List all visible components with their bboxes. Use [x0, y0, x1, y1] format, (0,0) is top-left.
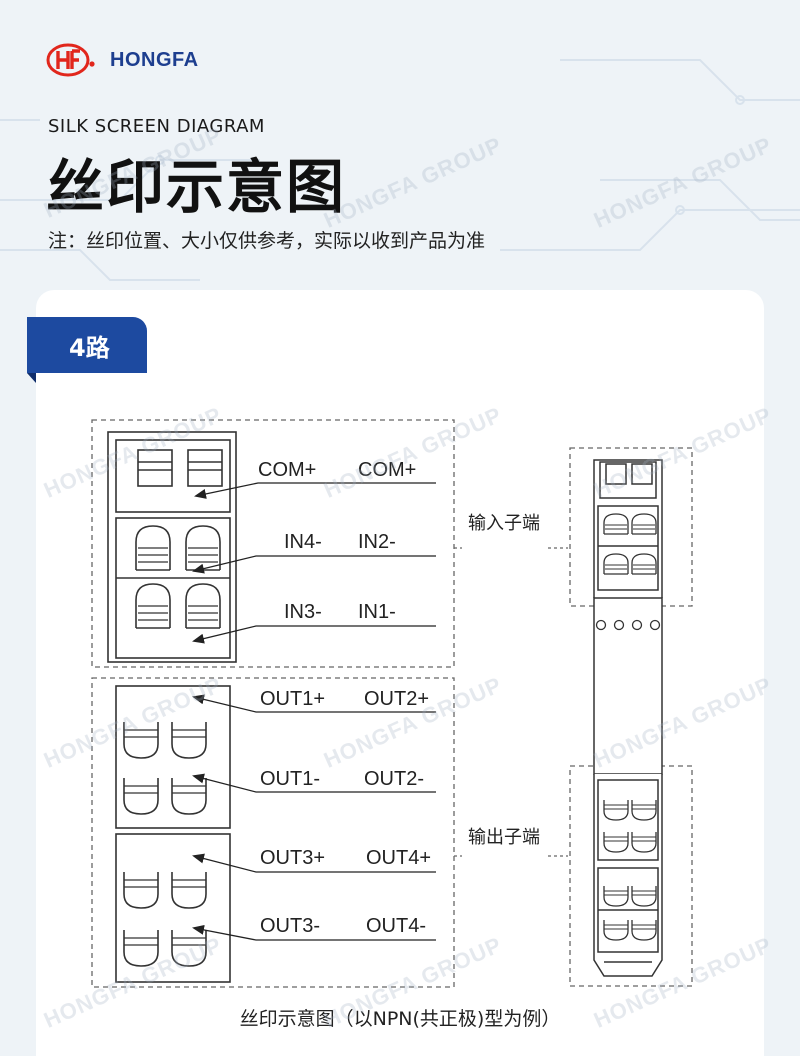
section-tag: 4路	[27, 317, 147, 373]
page-subtitle: SILK SCREEN DIAGRAM	[48, 116, 265, 137]
label-output-terminal: 输出子端	[468, 827, 540, 848]
label-out1-plus: OUT1+	[260, 688, 325, 710]
label-in1: IN1-	[358, 601, 396, 623]
input-group-box	[91, 419, 455, 668]
label-com-left: COM+	[258, 459, 316, 481]
label-in3: IN3-	[284, 601, 322, 623]
side-output-screw	[603, 799, 629, 821]
side-input-screw	[631, 553, 657, 575]
brand-header: HONGFA	[46, 42, 199, 78]
label-out3-minus: OUT3-	[260, 915, 320, 937]
page-title: 丝印示意图	[46, 153, 347, 221]
side-output-screw	[603, 919, 629, 941]
output-terminal-screw	[123, 871, 159, 909]
label-out3-plus: OUT3+	[260, 847, 325, 869]
input-terminal-screw	[185, 583, 221, 629]
input-terminal-screw	[185, 525, 221, 571]
label-out4-minus: OUT4-	[366, 915, 426, 937]
diagram-caption: 丝印示意图（以NPN(共正极)型为例）	[239, 1008, 561, 1030]
side-output-screw	[603, 885, 629, 907]
com-terminal-sockets	[137, 449, 223, 487]
side-output-screw	[631, 799, 657, 821]
disclaimer-note: 注：丝印位置、大小仅供参考，实际以收到产品为准	[48, 230, 486, 252]
label-out2-plus: OUT2+	[364, 688, 429, 710]
side-input-group-box	[569, 447, 693, 607]
input-terminal-screw	[135, 525, 171, 571]
label-in4: IN4-	[284, 531, 322, 553]
label-out4-plus: OUT4+	[366, 847, 431, 869]
output-terminal-screw	[123, 777, 159, 815]
output-group-box	[91, 677, 455, 988]
side-output-screw	[631, 831, 657, 853]
output-terminal-screw	[171, 721, 207, 759]
side-input-screw	[603, 513, 629, 535]
side-output-screw	[603, 831, 629, 853]
label-in2: IN2-	[358, 531, 396, 553]
brand-name: HONGFA	[110, 48, 199, 71]
hongfa-logo-icon	[46, 43, 95, 77]
label-input-terminal: 输入子端	[468, 513, 540, 534]
label-com-right: COM+	[358, 459, 416, 481]
section-tag-fold	[27, 373, 36, 383]
label-out1-minus: OUT1-	[260, 768, 320, 790]
input-terminal-screw	[135, 583, 171, 629]
side-input-screw	[631, 513, 657, 535]
side-output-screw	[631, 885, 657, 907]
output-terminal-screw	[171, 777, 207, 815]
output-terminal-screw	[171, 871, 207, 909]
label-leader-lines	[192, 482, 436, 941]
label-out2-minus: OUT2-	[364, 768, 424, 790]
side-output-screw	[631, 919, 657, 941]
side-input-screw	[603, 553, 629, 575]
status-led-indicators	[595, 619, 661, 631]
